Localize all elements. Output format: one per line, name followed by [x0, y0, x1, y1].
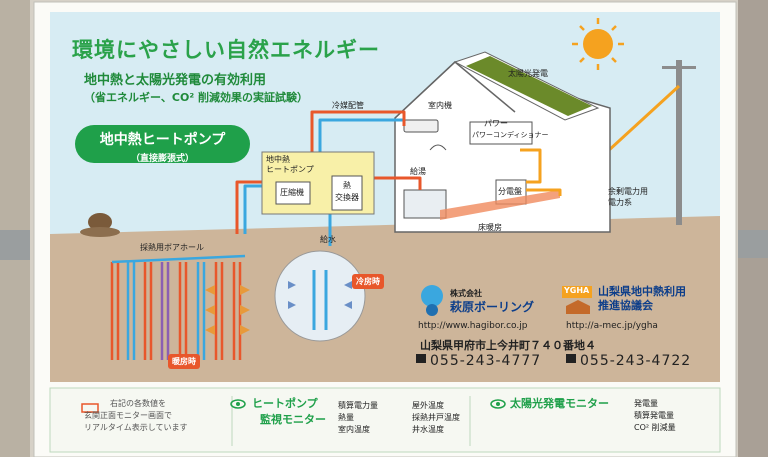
- solar-item: CO² 削減量: [634, 423, 676, 432]
- heat-pump-unit: [261, 151, 375, 215]
- label-borehole: 採熱用ボアホール: [140, 243, 204, 252]
- phone-number: 055-243-4777: [430, 353, 542, 369]
- label-surplus-power: 余剰電力用: [608, 187, 648, 196]
- label-solar: 太陽光発電: [508, 69, 548, 78]
- address: 山梨県甲府市上今井町７４０番地４: [420, 339, 596, 352]
- association-name-2: 推進協議会: [598, 299, 653, 312]
- label-heat-exchanger: 交換器: [335, 193, 359, 202]
- label-floor-heating: 床暖房: [478, 223, 502, 232]
- page-title: 環境にやさしい自然エネルギー: [72, 38, 380, 62]
- cooling-inset: [274, 250, 366, 342]
- mole-illustration: [80, 213, 120, 237]
- association-name-1: 山梨県地中熱利用: [598, 285, 686, 298]
- hp-item: 室内温度: [338, 425, 370, 434]
- phone-icon: [416, 354, 426, 363]
- heat-pump-monitor-title-2: 監視モニター: [260, 413, 326, 426]
- label-refrigerant-pipe: 冷媒配管: [332, 101, 364, 110]
- badge-subtitle: （直接膨張式）: [130, 154, 194, 164]
- hp-item: 屋外温度: [412, 401, 444, 410]
- fax-icon: [566, 354, 576, 363]
- heating-tag: 暖房時: [168, 354, 200, 369]
- footer-note-2: 玄関正面モニター画面で: [84, 411, 172, 420]
- label-distribution-board: 分電盤: [498, 187, 522, 196]
- fax-number: 055-243-4722: [580, 353, 692, 369]
- subtitle-note: （省エネルギー、CO² 削減効果の実証試験）: [84, 91, 308, 104]
- association-url: http://a-mec.jp/ygha: [566, 321, 658, 331]
- label-hot-water: 給湯: [410, 167, 426, 176]
- subtitle: 地中熱と太陽光発電の有効利用: [84, 73, 267, 88]
- eye-icon: [230, 399, 246, 409]
- label-power-conditioner: パワーコンディショナー: [472, 131, 549, 139]
- hand-pointer-icon: [81, 403, 99, 413]
- hp-item: 積算電力量: [338, 401, 378, 410]
- label-power-grid: 電力系: [608, 198, 632, 207]
- association-logo: [562, 286, 592, 314]
- hp-item: 井水温度: [412, 425, 444, 434]
- badge-title: 地中熱ヒートポンプ: [99, 132, 226, 148]
- label-geothermal: 地中熱: [266, 155, 290, 164]
- heat-pump-badge: 地中熱ヒートポンプ （直接膨張式）: [75, 125, 250, 164]
- label-heat: 熱: [343, 181, 351, 190]
- hp-item: 熱量: [338, 413, 354, 422]
- cooling-tag: 冷房時: [352, 274, 384, 289]
- label-heat-pump: ヒートポンプ: [266, 165, 314, 174]
- company-name: 萩原ボーリング: [450, 300, 535, 314]
- heat-pump-monitor-title: ヒートポンプ: [252, 397, 318, 410]
- label-water-supply: 給水: [320, 235, 336, 244]
- solar-item: 積算発電量: [634, 411, 674, 420]
- footer-note-3: リアルタイム表示しています: [84, 423, 188, 432]
- company-logo: [421, 285, 443, 316]
- solar-monitor-title: 太陽光発電モニター: [510, 397, 609, 410]
- company-prefix: 株式会社: [450, 289, 482, 298]
- solar-item: 発電量: [634, 399, 658, 408]
- label-compressor: 圧縮機: [280, 188, 304, 197]
- association-logo-text: YGHA: [564, 286, 590, 295]
- label-indoor-unit: 室内機: [428, 101, 452, 110]
- eye-icon: [490, 399, 506, 409]
- sun-icon: [572, 18, 624, 70]
- hp-item: 採熱井戸温度: [412, 413, 460, 422]
- footer-note-1: 右記の各数値を: [110, 399, 166, 408]
- label-power-conditioner-1: パワー: [484, 119, 508, 128]
- company-url: http://www.hagibor.co.jp: [418, 321, 528, 331]
